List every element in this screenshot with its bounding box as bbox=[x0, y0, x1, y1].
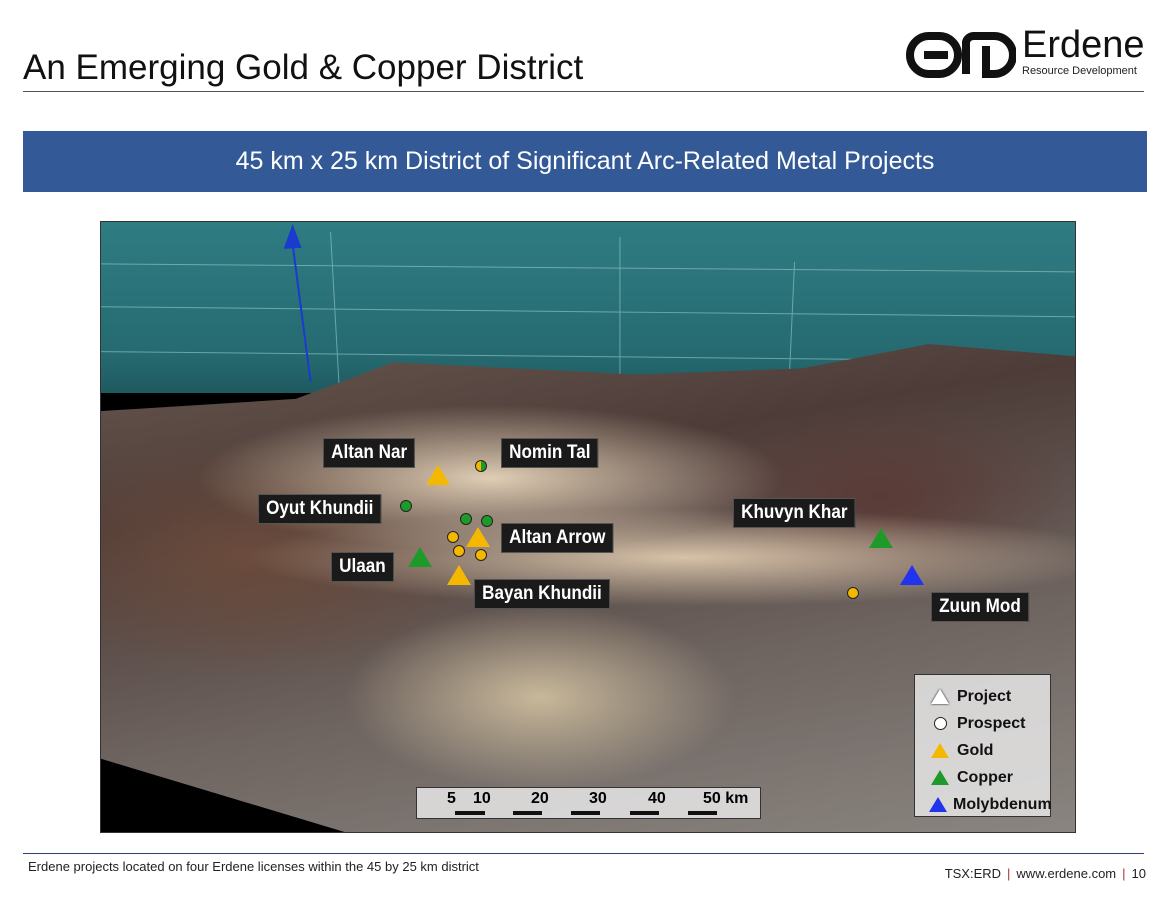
terrain-map: Altan Nar Nomin Tal Oyut Khundii Altan A… bbox=[100, 221, 1076, 833]
label-oyut-khundii: Oyut Khundii bbox=[258, 494, 382, 524]
scale-tick: 40 bbox=[648, 790, 666, 807]
legend-prospect: Prospect bbox=[929, 710, 1050, 737]
copper-project-marker bbox=[869, 528, 893, 548]
gold-prospect-marker bbox=[847, 587, 859, 599]
banner: 45 km x 25 km District of Significant Ar… bbox=[23, 131, 1147, 192]
legend-label: Copper bbox=[957, 768, 1013, 786]
legend-gold: Gold bbox=[929, 737, 1050, 764]
gold-project-marker bbox=[426, 465, 450, 485]
label-nomin-tal: Nomin Tal bbox=[501, 438, 599, 468]
copper-prospect-marker bbox=[481, 515, 493, 527]
label-altan-nar: Altan Nar bbox=[323, 438, 416, 468]
north-arrow-icon bbox=[283, 223, 312, 382]
ticker: TSX:ERD bbox=[944, 866, 1002, 881]
project-triangle-icon bbox=[929, 689, 951, 704]
scale-bar: 5 10 20 30 40 50 km bbox=[416, 787, 761, 819]
label-ulaan: Ulaan bbox=[331, 552, 394, 582]
scale-tick: 50 km bbox=[703, 790, 749, 807]
copper-prospect-marker bbox=[400, 500, 412, 512]
legend-molybdenum: Molybdenum bbox=[929, 791, 1052, 818]
scale-tick: 5 bbox=[447, 790, 456, 807]
scale-tick: 10 bbox=[473, 790, 491, 807]
logo-name: Erdene bbox=[1022, 24, 1145, 66]
title-rule bbox=[23, 91, 1144, 92]
gold-project-marker bbox=[466, 527, 490, 547]
footer-caption: Erdene projects located on four Erdene l… bbox=[28, 859, 479, 874]
scale-tick: 30 bbox=[589, 790, 607, 807]
gold-triangle-icon bbox=[929, 743, 951, 758]
legend-label: Project bbox=[957, 687, 1012, 705]
legend-copper: Copper bbox=[929, 764, 1050, 791]
label-zuun-mod: Zuun Mod bbox=[931, 592, 1029, 622]
legend-label: Prospect bbox=[957, 714, 1026, 732]
legend-label: Gold bbox=[957, 741, 994, 759]
scale-segment bbox=[513, 811, 542, 815]
legend-project: Project bbox=[929, 683, 1050, 710]
prospect-circle-icon bbox=[929, 717, 951, 730]
label-bayan-khundii: Bayan Khundii bbox=[474, 579, 610, 609]
logo-subtitle: Resource Development bbox=[1022, 65, 1137, 77]
scale-segment bbox=[455, 811, 485, 815]
gold-prospect-marker bbox=[447, 531, 459, 543]
copper-triangle-icon bbox=[929, 770, 951, 785]
copper-prospect-marker bbox=[460, 513, 472, 525]
scale-segment bbox=[630, 811, 659, 815]
gold-prospect-marker bbox=[475, 549, 487, 561]
website-link[interactable]: www.erdene.com bbox=[1016, 866, 1117, 881]
map-legend: Project Prospect Gold Copper Molybdenum bbox=[914, 674, 1052, 818]
scale-tick: 20 bbox=[531, 790, 549, 807]
erdene-logo bbox=[906, 32, 1016, 78]
scale-segment bbox=[571, 811, 600, 815]
scale-segment bbox=[688, 811, 717, 815]
nomin-tal-prospect-marker bbox=[475, 460, 487, 472]
molybdenum-project-marker bbox=[900, 565, 924, 585]
label-khuvyn-khar: Khuvyn Khar bbox=[733, 498, 856, 528]
footer-info: TSX:ERD|www.erdene.com|10 bbox=[944, 866, 1146, 881]
page-number: 10 bbox=[1131, 866, 1146, 881]
footer-rule bbox=[23, 853, 1144, 854]
gold-project-marker bbox=[447, 565, 471, 585]
copper-project-marker bbox=[408, 547, 432, 567]
page-title: An Emerging Gold & Copper District bbox=[23, 48, 584, 87]
legend-label: Molybdenum bbox=[953, 795, 1052, 813]
molybdenum-triangle-icon bbox=[929, 797, 947, 812]
gold-prospect-marker bbox=[453, 545, 465, 557]
label-altan-arrow: Altan Arrow bbox=[501, 523, 614, 553]
